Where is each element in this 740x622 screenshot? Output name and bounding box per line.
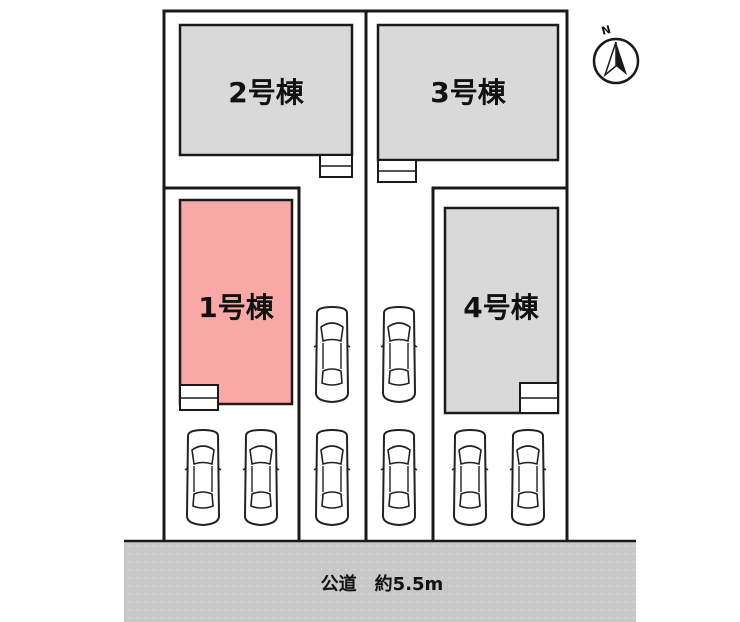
- car-icon: [313, 306, 351, 403]
- building-4: 4号棟: [443, 206, 560, 415]
- compass-letter: N: [600, 23, 612, 38]
- building-3: 3号棟: [376, 23, 560, 183]
- car-icon: [509, 429, 547, 526]
- building-label: 1号棟: [198, 291, 274, 324]
- building-2: 2号棟: [178, 23, 354, 178]
- building-label: 3号棟: [430, 76, 506, 109]
- car-icon: [380, 306, 418, 403]
- lot-outline-right: [366, 9, 569, 541]
- lot-outline-left: [162, 9, 368, 541]
- building-label: 4号棟: [463, 291, 539, 324]
- north-compass-icon: N: [592, 23, 640, 85]
- car-icon: [313, 429, 351, 526]
- car-icon: [242, 429, 280, 526]
- building-1: 1号棟: [178, 198, 294, 411]
- lot-1-boundary: [164, 186, 301, 541]
- lot-4-boundary: [431, 186, 567, 541]
- road-dots: [124, 541, 636, 622]
- lot-lines: [162, 9, 569, 541]
- building-label: 2号棟: [228, 76, 304, 109]
- car-icon: [380, 429, 418, 526]
- car-icon: [451, 429, 489, 526]
- car-icon: [184, 429, 222, 526]
- road-label: 公道 約5.5m: [321, 573, 444, 595]
